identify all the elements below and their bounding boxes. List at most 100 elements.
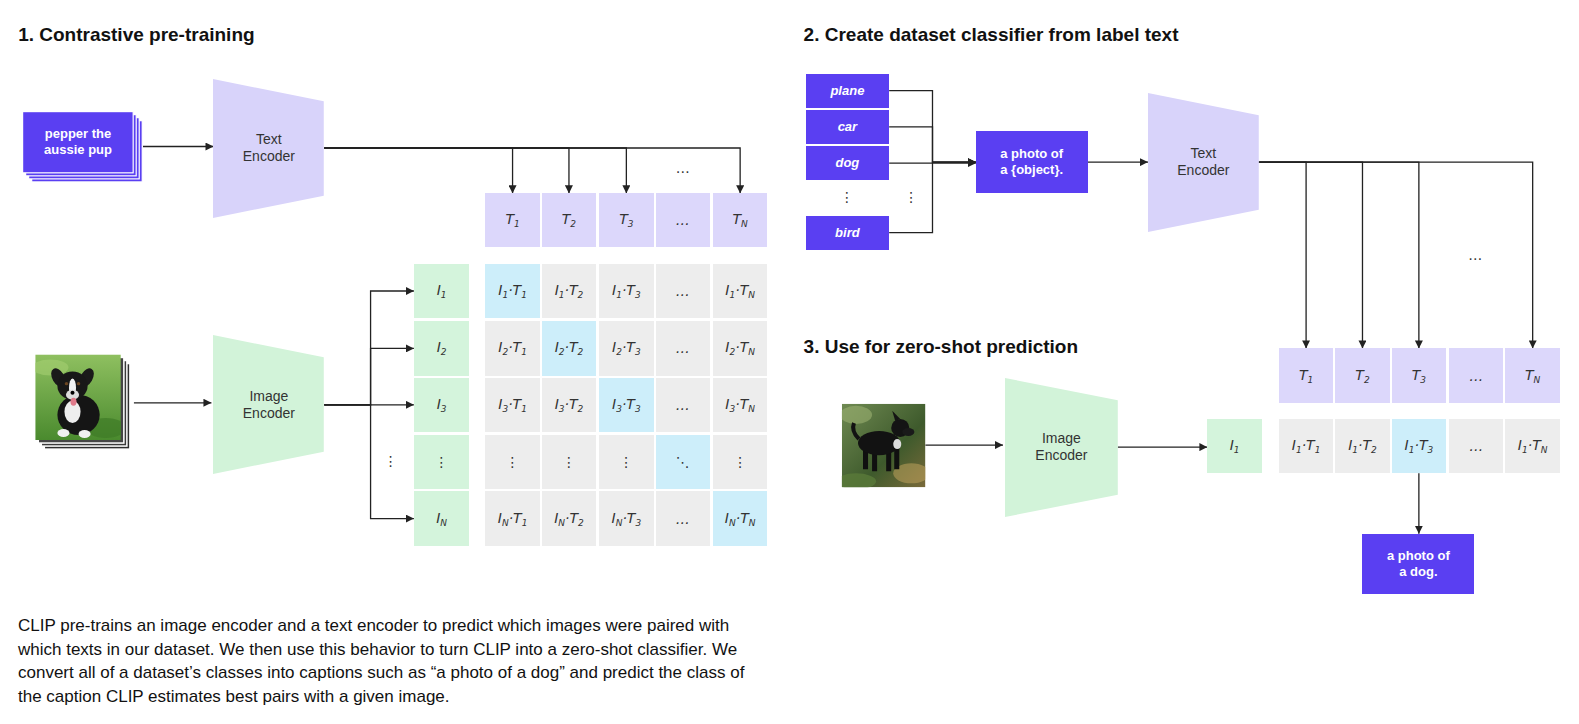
symbol-part: 3	[1420, 375, 1426, 385]
symbol-part: 3	[729, 404, 735, 414]
ellipsis-mark: ⋮	[840, 189, 854, 205]
symbol-part: T	[732, 211, 741, 227]
symbol-part: ·T	[735, 339, 748, 355]
connector-arrow	[1418, 473, 1419, 533]
similarity-cell: ⋮	[542, 435, 596, 489]
label-box: dog	[806, 146, 890, 180]
symbol-part: ·T	[508, 339, 521, 355]
text-embedding: …	[656, 193, 710, 246]
dog-paw	[57, 429, 69, 437]
symbol-part: 1	[514, 219, 520, 229]
connector-arrow	[324, 348, 414, 404]
symbol-part: 2	[502, 347, 508, 357]
symbol-part: T	[562, 211, 571, 227]
symbol-part: 1	[521, 347, 527, 357]
symbol-part: I	[612, 510, 616, 526]
symbol-part: 3	[635, 518, 641, 528]
input-arrow	[134, 402, 212, 403]
symbol-part: I	[437, 282, 441, 298]
image-embedding: ⋮	[414, 435, 469, 489]
symbol-part: ·T	[565, 282, 578, 298]
connector-arrow	[324, 148, 512, 193]
section-heading: 2. Create dataset classifier from label …	[804, 24, 1179, 46]
symbol-part: ·T	[509, 510, 522, 526]
connectors	[143, 91, 1533, 534]
node-text: I1·T1	[498, 282, 527, 300]
symbol-part: …	[676, 397, 690, 413]
symbol-part: N	[729, 518, 736, 528]
node-text: …	[1469, 368, 1483, 384]
match-cell: I1·T1	[485, 264, 539, 318]
symbol-part: I	[1230, 437, 1234, 453]
symbol-part: 1	[729, 290, 735, 300]
symbol-part: ·T	[736, 510, 749, 526]
connector-arrow	[324, 148, 740, 193]
connector-arrow	[143, 146, 214, 147]
encoder-outline	[213, 79, 324, 218]
symbol-part: I	[555, 339, 559, 355]
node-text: T3	[619, 211, 633, 229]
symbol-part: 1	[522, 518, 528, 528]
connector-arrow	[889, 91, 976, 163]
symbol-part: ⋱	[676, 454, 690, 470]
node-text: TN	[732, 211, 747, 229]
dog-photo	[842, 404, 926, 488]
node-text: IN	[436, 510, 447, 528]
similarity-cell: IN·T1	[485, 491, 539, 545]
similarity-cell: …	[656, 378, 710, 432]
match-cell: IN·TN	[713, 491, 767, 545]
match-cell: I3·T3	[599, 378, 653, 432]
input-arrow	[925, 444, 1003, 445]
card-face: pepper the aussie pup	[22, 111, 134, 173]
symbol-part: 3	[559, 404, 565, 414]
symbol-part: N	[748, 290, 755, 300]
symbol-part: N	[1541, 445, 1548, 455]
node-text: Image Encoder	[1026, 430, 1096, 464]
node-text: ⋮	[562, 454, 576, 470]
symbol-part: N	[440, 518, 447, 528]
symbol-part: 2	[616, 347, 622, 357]
symbol-part: ·T	[1302, 437, 1315, 453]
symbol-part: 2	[578, 290, 584, 300]
similarity-cell: I1·T1	[1279, 419, 1333, 473]
node-text: ⋮	[619, 454, 633, 470]
node-text: T3	[1412, 367, 1426, 385]
image-encoder: Image Encoder	[213, 335, 324, 474]
dog-chest	[893, 439, 901, 449]
node-text: I2·T3	[612, 339, 641, 357]
label-box: bird	[806, 216, 890, 250]
similarity-cell: I3·T2	[542, 378, 596, 432]
symbol-part: N	[616, 518, 623, 528]
symbol-part: I	[1292, 437, 1296, 453]
node-text: IN·T3	[612, 510, 642, 528]
similarity-cell: …	[656, 264, 710, 318]
node-text: I1·T1	[1292, 437, 1321, 455]
symbol-part: ⋮	[619, 454, 633, 470]
symbol-part: ·T	[565, 510, 578, 526]
dog-eye	[77, 382, 80, 385]
node-text: dog	[835, 155, 859, 171]
symbol-part: I	[498, 396, 502, 412]
symbol-part: 1	[1409, 445, 1415, 455]
symbol-part: I	[725, 510, 729, 526]
symbol-part: T	[1355, 367, 1364, 383]
match-cell: I1·T3	[1392, 419, 1446, 473]
node-text: a photo of a {object}.	[998, 146, 1065, 178]
similarity-cell: I3·T1	[485, 378, 539, 432]
connector-arrow	[324, 148, 569, 193]
label-box: a photo of a dog.	[1362, 534, 1474, 594]
encoder-outline	[1005, 378, 1118, 517]
node-text: I1	[1230, 437, 1240, 455]
similarity-cell: ⋮	[485, 435, 539, 489]
node-text: …	[676, 397, 690, 413]
symbol-part: 2	[570, 219, 576, 229]
symbol-part: 1	[616, 290, 622, 300]
connector-arrow	[1259, 162, 1419, 348]
connector-arrow	[324, 148, 626, 193]
node-text: bird	[835, 225, 860, 241]
symbol-part: 1	[521, 404, 527, 414]
text-embedding: T3	[1392, 348, 1446, 402]
connector-arrow	[1088, 161, 1148, 162]
node-text: Text Encoder	[1168, 145, 1238, 179]
